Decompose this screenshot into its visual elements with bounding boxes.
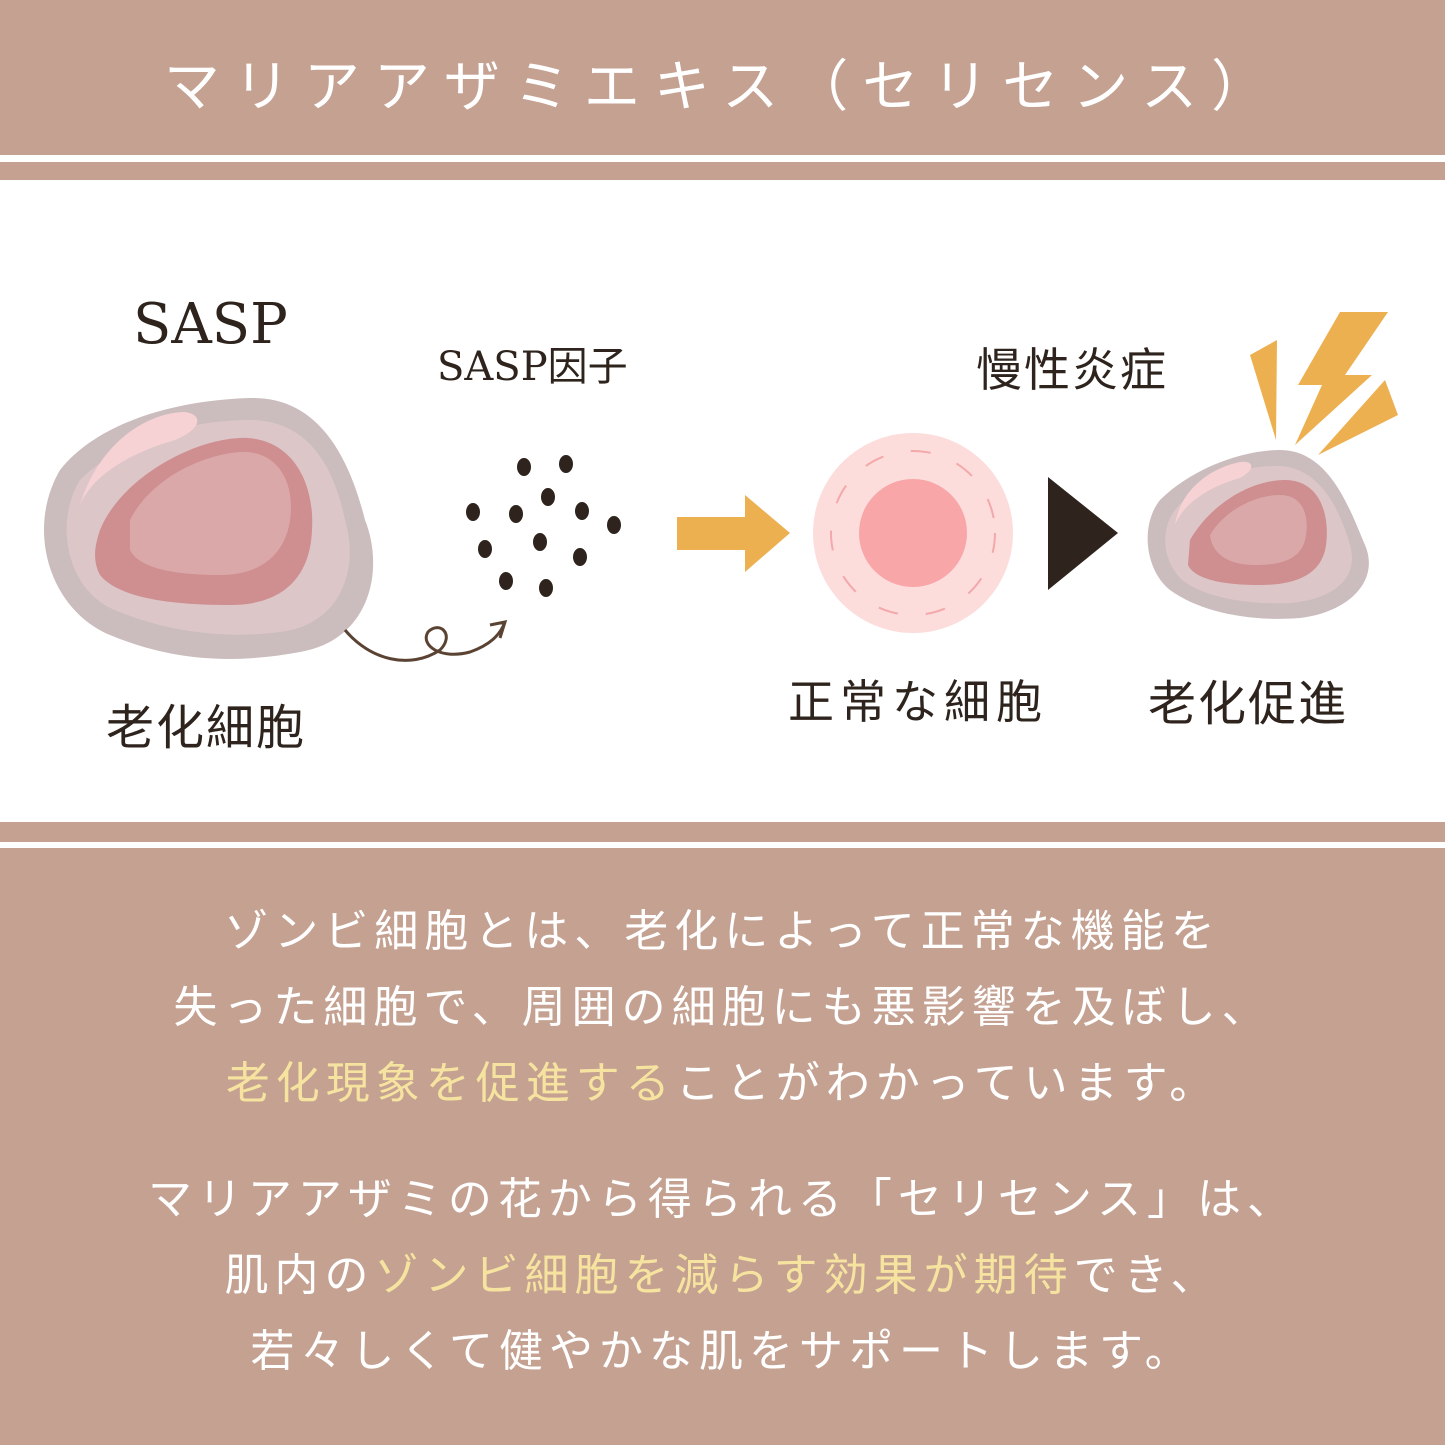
paragraph2-line3: 若々しくて健やかな肌をサポートします。: [250, 1326, 1195, 1377]
body-text: 肌内の: [224, 1250, 375, 1301]
header-band: [0, 0, 1445, 155]
page-title: マリアアザミエキス（セリセンス）: [163, 55, 1282, 120]
divider-band: [0, 162, 1445, 180]
senescent-cell-icon: [44, 397, 374, 659]
arrow-right-icon: [677, 495, 790, 572]
aging-cell-icon: [1147, 450, 1369, 619]
paragraph2-line1: マリアアザミの花から得られる「セリセンス」は、: [147, 1174, 1298, 1225]
paragraph1-line2: 失った細胞で、周囲の細胞にも悪影響を及ぼし、: [173, 982, 1272, 1033]
play-triangle-icon: [1048, 477, 1118, 590]
sasp-factor-dots-icon: [466, 455, 621, 597]
curved-arrow-icon: [343, 620, 508, 662]
aging-promotion-label: 老化促進: [1148, 676, 1349, 732]
chronic-inflammation-label: 慢性炎症: [976, 343, 1168, 397]
highlight-text: ゾンビ細胞を減らす効果が期待: [374, 1250, 1074, 1301]
sasp-label: SASP: [133, 292, 288, 357]
normal-cell-icon: [813, 433, 1013, 633]
senescent-cell-label: 老化細胞: [106, 700, 307, 756]
lightning-icon: [1250, 312, 1398, 455]
divider-band: [0, 822, 1445, 842]
normal-cell-label: 正常な細胞: [788, 675, 1048, 729]
divider-line: [0, 842, 1445, 848]
paragraph2-line2: 肌内のゾンビ細胞を減らす効果が期待でき、: [0, 1238, 1445, 1314]
body-text: ことがわかっています。: [675, 1058, 1220, 1109]
paragraph1-line1: ゾンビ細胞とは、老化によって正常な機能を: [224, 906, 1221, 957]
divider-line: [0, 155, 1445, 162]
body-text: でき、: [1073, 1250, 1221, 1301]
paragraph1-line3: 老化現象を促進することがわかっています。: [0, 1046, 1445, 1122]
highlight-text: 老化現象を促進する: [225, 1058, 676, 1109]
sasp-factor-label: SASP因子: [437, 344, 628, 390]
